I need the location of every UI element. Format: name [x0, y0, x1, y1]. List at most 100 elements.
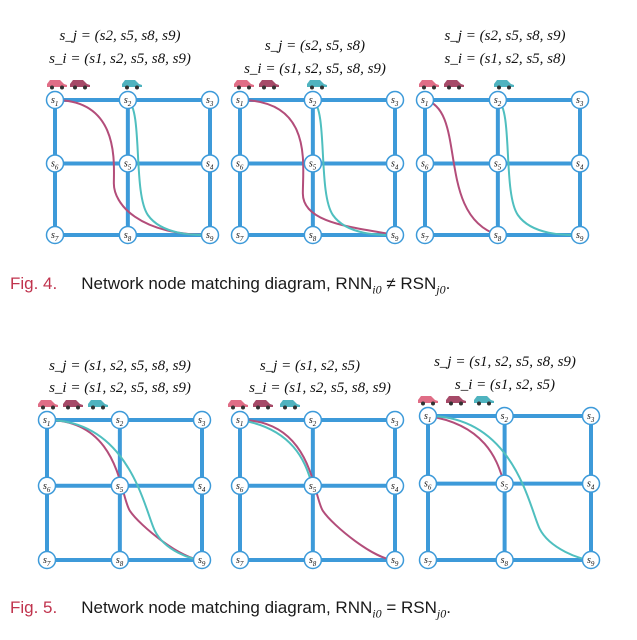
fig4-p1-path-1 — [127, 99, 211, 237]
fig5-p2-node-s3: s3 — [385, 410, 405, 430]
fig4-p2-path-0 — [239, 99, 396, 236]
fig4-p1-node-s1: s1 — [45, 90, 65, 110]
fig4-p3-node-s8: s8 — [488, 225, 508, 245]
svg-text:s7: s7 — [43, 555, 51, 568]
svg-text:s5: s5 — [309, 158, 317, 171]
fig5-p3-node-s2: s2 — [495, 406, 514, 426]
svg-text:s4: s4 — [198, 481, 206, 494]
fig5-p2-node-s2: s2 — [303, 410, 323, 430]
fig5-p2-node-s9: s9 — [385, 550, 405, 570]
svg-text:s1: s1 — [421, 95, 428, 108]
svg-text:s3: s3 — [576, 95, 584, 108]
fig5-p3-node-s3: s3 — [581, 406, 601, 426]
fig4-p3-node-s3: s3 — [570, 90, 590, 110]
fig5-p1-node-s5: s5 — [110, 476, 130, 496]
fig4-p3-node-s6: s6 — [415, 154, 435, 173]
svg-text:s3: s3 — [391, 95, 399, 108]
fig5-p3-node-s1: s1 — [418, 406, 438, 426]
fig5-panel2-si: s_i = (s1, s2, s5, s8, s9) — [249, 380, 391, 396]
fig4-p1-car-1 — [70, 80, 90, 90]
svg-text:s2: s2 — [124, 95, 132, 108]
svg-text:s7: s7 — [421, 230, 429, 243]
fig4-p1-node-s7: s7 — [45, 225, 65, 245]
fig4-p1-node-s6: s6 — [45, 154, 65, 173]
fig4-panel3-sj: s_j = (s2, s5, s8, s9) — [444, 28, 566, 44]
fig5-panel3-si: s_i = (s1, s2, s5) — [454, 377, 556, 393]
fig4-p2-node-s1: s1 — [230, 90, 250, 110]
fig5-p1-car-1 — [63, 400, 83, 410]
fig4-panel2-si: s_i = (s1, s2, s5, s8, s9) — [244, 61, 386, 77]
fig5-p3-car-1 — [446, 396, 466, 406]
figure-5-caption: Fig. 5. Network node matching diagram, RN… — [10, 598, 451, 621]
svg-text:s7: s7 — [236, 230, 244, 243]
fig5-p1-node-s2: s2 — [110, 410, 130, 430]
fig4-p3-node-s7: s7 — [415, 225, 435, 245]
fig4-p3-car-2 — [494, 80, 514, 90]
svg-text:s2: s2 — [309, 415, 317, 428]
svg-text:s1: s1 — [236, 95, 243, 108]
fig5-p1-node-s4: s4 — [192, 476, 212, 496]
fig5-p2-node-s4: s4 — [385, 476, 405, 496]
svg-text:s6: s6 — [51, 158, 59, 171]
svg-text:s8: s8 — [116, 555, 124, 568]
fig5-p2-path-0 — [239, 419, 396, 561]
fig5-p2-node-s7: s7 — [230, 550, 250, 570]
svg-text:s3: s3 — [587, 411, 595, 424]
svg-text:s5: s5 — [494, 158, 502, 171]
svg-text:s6: s6 — [421, 158, 429, 171]
fig5-p2-node-s8: s8 — [303, 550, 323, 570]
svg-text:s2: s2 — [309, 95, 317, 108]
svg-text:s4: s4 — [576, 158, 584, 171]
svg-text:s2: s2 — [501, 411, 509, 424]
fig4-p1-node-s3: s3 — [200, 90, 220, 110]
fig5-p3-car-2 — [474, 396, 494, 406]
fig4-p3-path-0 — [424, 99, 499, 236]
fig5-p3-node-s8: s8 — [495, 550, 514, 570]
svg-text:s7: s7 — [236, 555, 244, 568]
svg-text:s6: s6 — [236, 158, 244, 171]
svg-text:s7: s7 — [51, 230, 59, 243]
svg-text:s6: s6 — [236, 481, 244, 494]
fig4-p1-car-0 — [47, 80, 67, 90]
svg-text:s9: s9 — [198, 555, 206, 568]
fig4-p2-node-s2: s2 — [303, 90, 323, 110]
svg-text:s5: s5 — [309, 481, 317, 494]
svg-text:s2: s2 — [116, 415, 124, 428]
fig5-p1-car-2 — [88, 400, 108, 410]
fig5-p3-path-0 — [427, 415, 506, 485]
fig4-p2-car-1 — [259, 80, 279, 90]
figure-4-caption: Fig. 4.Network node matching diagram, RN… — [10, 274, 451, 297]
fig4-p1-node-s2: s2 — [118, 90, 138, 110]
svg-text:s4: s4 — [391, 481, 399, 494]
svg-text:s1: s1 — [424, 411, 431, 424]
fig5-p2-node-s6: s6 — [230, 476, 250, 496]
svg-text:s9: s9 — [391, 555, 399, 568]
fig4-p2-car-0 — [234, 80, 254, 90]
svg-text:s1: s1 — [236, 415, 243, 428]
fig5-p2-car-1 — [253, 400, 273, 410]
fig5-p2-car-0 — [228, 400, 248, 410]
figure-5-label: Fig. 5. — [10, 598, 58, 617]
svg-text:s7: s7 — [424, 555, 432, 568]
fig4-p2-node-s9: s9 — [385, 225, 405, 245]
fig4-p3-car-1 — [444, 80, 464, 90]
fig5-p3-node-s9: s9 — [581, 550, 601, 570]
svg-text:s8: s8 — [501, 555, 509, 568]
fig5-p1-node-s7: s7 — [37, 550, 57, 570]
svg-text:s3: s3 — [206, 95, 214, 108]
fig5-p1-node-s8: s8 — [110, 550, 130, 570]
fig5-p1-path-0 — [46, 419, 203, 561]
fig4-p2-node-s8: s8 — [303, 225, 323, 245]
fig5-panel1-si: s_i = (s1, s2, s5, s8, s9) — [49, 380, 191, 396]
svg-text:s6: s6 — [424, 479, 432, 492]
figure-4-caption-text: Network node matching diagram, RNN — [81, 274, 373, 293]
fig5-p2-node-s1: s1 — [230, 410, 250, 430]
figure-5-caption-text: Network node matching diagram, RNN — [81, 598, 373, 617]
fig4-p1-node-s8: s8 — [118, 225, 138, 245]
fig4-p3-node-s5: s5 — [488, 154, 508, 173]
fig4-p3-node-s4: s4 — [570, 154, 590, 173]
svg-text:s3: s3 — [391, 415, 399, 428]
fig4-p3-node-s2: s2 — [488, 90, 508, 110]
fig5-p3-car-0 — [418, 396, 438, 406]
